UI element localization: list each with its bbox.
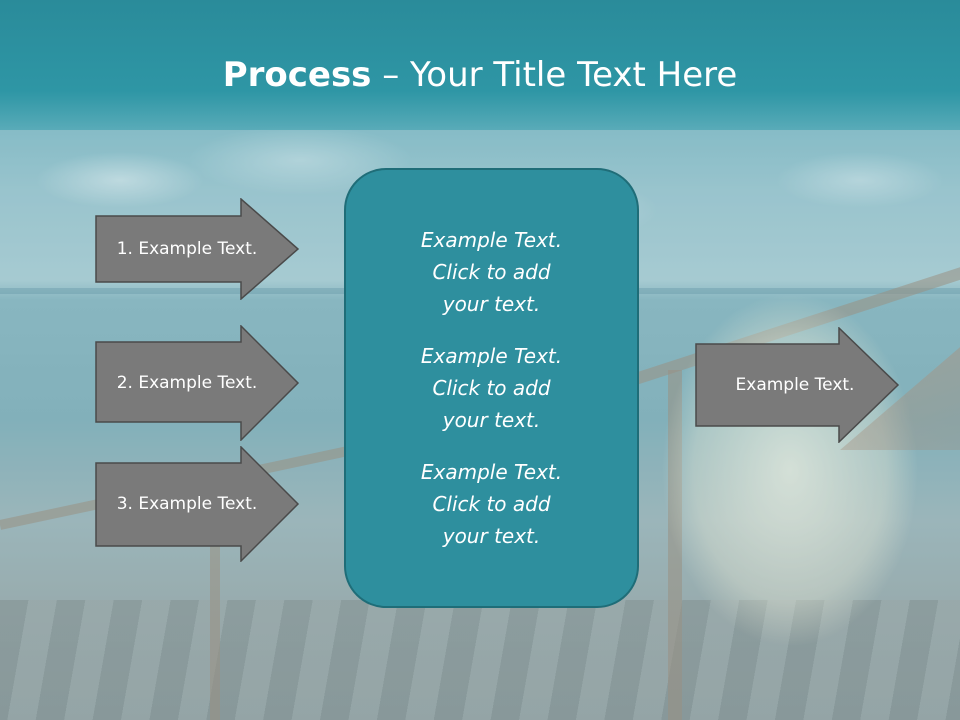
arrow-shape xyxy=(695,327,900,443)
arrow-shape xyxy=(95,198,300,300)
title-rest: – Your Title Text Here xyxy=(371,55,738,95)
process-arrow-2[interactable]: 2. Example Text. xyxy=(95,325,300,441)
arrow-shape xyxy=(95,325,300,441)
content-panel[interactable]: Example Text. Click to add your text. Ex… xyxy=(344,168,639,608)
slide-title[interactable]: Process – Your Title Text Here xyxy=(0,52,960,98)
panel-text-3[interactable]: Example Text. Click to add your text. xyxy=(420,460,563,548)
arrow-label: 2. Example Text. xyxy=(116,373,258,393)
railing-post xyxy=(210,520,220,720)
arrow-label: Example Text. xyxy=(735,375,855,395)
arrow-label: 1. Example Text. xyxy=(116,239,258,259)
panel-text-1[interactable]: Example Text. Click to add your text. xyxy=(420,228,563,316)
process-arrow-1[interactable]: 1. Example Text. xyxy=(95,198,300,300)
title-band xyxy=(0,0,960,130)
arrow-shape xyxy=(95,446,300,562)
panel-text-2[interactable]: Example Text. Click to add your text. xyxy=(420,344,563,432)
arrow-label: 3. Example Text. xyxy=(116,494,258,514)
process-arrow-3[interactable]: 3. Example Text. xyxy=(95,446,300,562)
title-bold: Process xyxy=(222,55,372,95)
result-arrow[interactable]: Example Text. xyxy=(695,327,900,443)
